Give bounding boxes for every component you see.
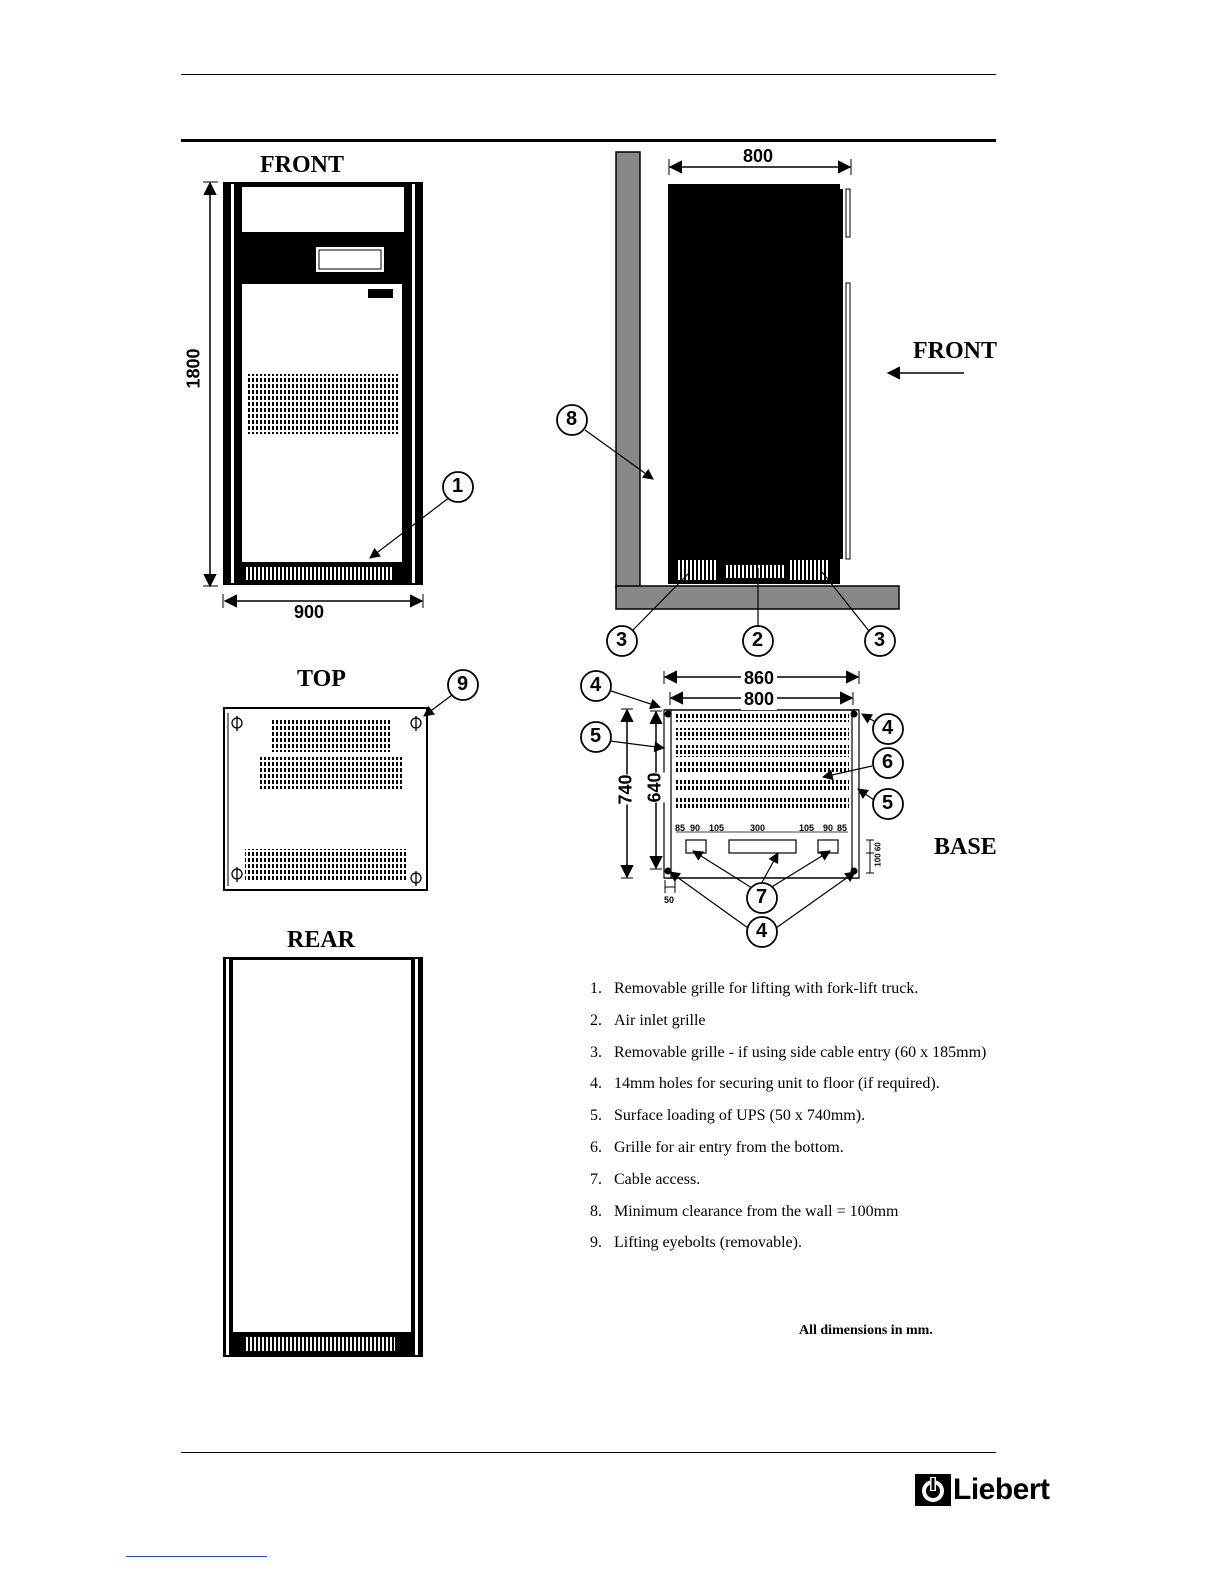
callout-4-bottom-text: 4: [756, 920, 768, 942]
base-inner-depth-label: 640: [644, 772, 666, 803]
note-item: 2. Air inlet grille: [590, 1012, 1050, 1044]
base-outer-width-label: 860: [741, 668, 778, 689]
rear-door-panel: [233, 960, 411, 1332]
note-number: 1.: [590, 980, 602, 997]
note-text: Minimum clearance from the wall = 100mm: [614, 1202, 899, 1220]
note-item: 8. Minimum clearance from the wall = 100m…: [590, 1203, 1050, 1235]
base-cable-access-left: [685, 839, 707, 854]
note-number: 3.: [590, 1043, 602, 1061]
base-segment-6: 90: [823, 823, 834, 833]
base-side-small-label: 100 60: [873, 842, 883, 867]
note-text: Lifting eyebolts (removable).: [614, 1234, 802, 1252]
front-vent-grille: [246, 374, 398, 434]
base-view-title: BASE: [934, 834, 997, 860]
rear-view-title: REAR: [287, 927, 356, 953]
note-number: 4.: [590, 1075, 602, 1093]
note-number: 9.: [590, 1234, 602, 1252]
callout-9-text: 9: [457, 673, 469, 695]
brand-logo-icon: [915, 1474, 951, 1506]
header-rule-thin: [181, 74, 996, 75]
footer-link-underline[interactable]: [126, 1556, 267, 1557]
note-item: 6. Grille for air entry from the bottom.: [590, 1139, 1050, 1171]
footer-rule: [181, 1452, 996, 1453]
side-wall: [615, 151, 641, 589]
note-text: Air inlet grille: [614, 1011, 706, 1029]
base-cable-access-right: [817, 839, 839, 854]
note-text: Surface loading of UPS (50 x 740mm).: [614, 1107, 866, 1125]
base-grilles: [674, 712, 849, 808]
base-segment-7: 85: [837, 823, 848, 833]
base-outer-depth-label: 740: [615, 774, 637, 805]
note-number: 8.: [590, 1202, 602, 1220]
base-cable-access-center: [728, 839, 797, 854]
note-text: Removable grille for lifting with fork-l…: [614, 980, 919, 997]
base-segment-5: 105: [799, 823, 815, 833]
callout-7-text: 7: [756, 886, 768, 908]
base-segment-4: 300: [750, 823, 766, 833]
base-segment-1: 85: [675, 823, 686, 833]
callout-5-right-text: 5: [882, 792, 894, 814]
note-number: 5.: [590, 1107, 602, 1125]
note-number: 2.: [590, 1011, 602, 1029]
callout-6-text: 6: [882, 751, 894, 773]
callout-3-left-text: 3: [616, 629, 628, 651]
note-item: 1. Removable grille for lifting with fork…: [590, 980, 1050, 1012]
callout-2-text: 2: [752, 629, 764, 651]
note-item: 7. Cable access.: [590, 1171, 1050, 1203]
brand-name: Liebert: [953, 1473, 1050, 1506]
notes-list: 1. Removable grille for lifting with fork…: [590, 980, 1050, 1266]
note-item: 3. Removable grille - if using side cable…: [590, 1044, 1050, 1076]
note-item: 9. Lifting eyebolts (removable).: [590, 1234, 1050, 1266]
front-width-label: 900: [294, 602, 325, 622]
side-depth-label: 800: [743, 146, 774, 166]
top-eyebolts: [231, 716, 422, 886]
note-number: 7.: [590, 1170, 602, 1188]
units-note: All dimensions in mm.: [799, 1323, 933, 1338]
callout-3-right-text: 3: [874, 629, 886, 651]
base-inner-width-label: 800: [741, 689, 778, 710]
note-item: 5. Surface loading of UPS (50 x 740mm).: [590, 1107, 1050, 1139]
note-item: 4. 14mm holes for securing unit to floor …: [590, 1075, 1050, 1107]
base-segment-2: 90: [690, 823, 701, 833]
note-number: 6.: [590, 1138, 602, 1156]
front-top-panel: [242, 187, 404, 232]
front-status-indicator: [368, 289, 393, 298]
base-bottom-small-label: 50: [664, 895, 675, 905]
base-segment-3: 105: [709, 823, 725, 833]
brand-logo: Liebert: [915, 1473, 1050, 1507]
callout-4-top-right-text: 4: [882, 717, 894, 739]
note-text: Grille for air entry from the bottom.: [614, 1138, 844, 1156]
note-text: Removable grille - if using side cable e…: [614, 1043, 987, 1061]
rear-bottom-grille: [245, 1337, 395, 1351]
front-bottom-grille: [244, 567, 393, 580]
header-rule-thick: [181, 139, 996, 142]
side-view-front-label: FRONT: [913, 338, 997, 364]
callout-4-top-left-text: 4: [590, 674, 602, 696]
callout-8-text: 8: [566, 408, 578, 430]
note-text: Cable access.: [614, 1170, 701, 1188]
callout-5-left-text: 5: [590, 725, 602, 747]
top-view-title: TOP: [297, 666, 346, 692]
note-text: 14mm holes for securing unit to floor (i…: [614, 1075, 940, 1093]
front-view-title: FRONT: [260, 152, 344, 178]
front-height-label: 1800: [183, 348, 204, 389]
side-cabinet-body: [668, 184, 840, 584]
callout-1-text: 1: [452, 475, 464, 497]
